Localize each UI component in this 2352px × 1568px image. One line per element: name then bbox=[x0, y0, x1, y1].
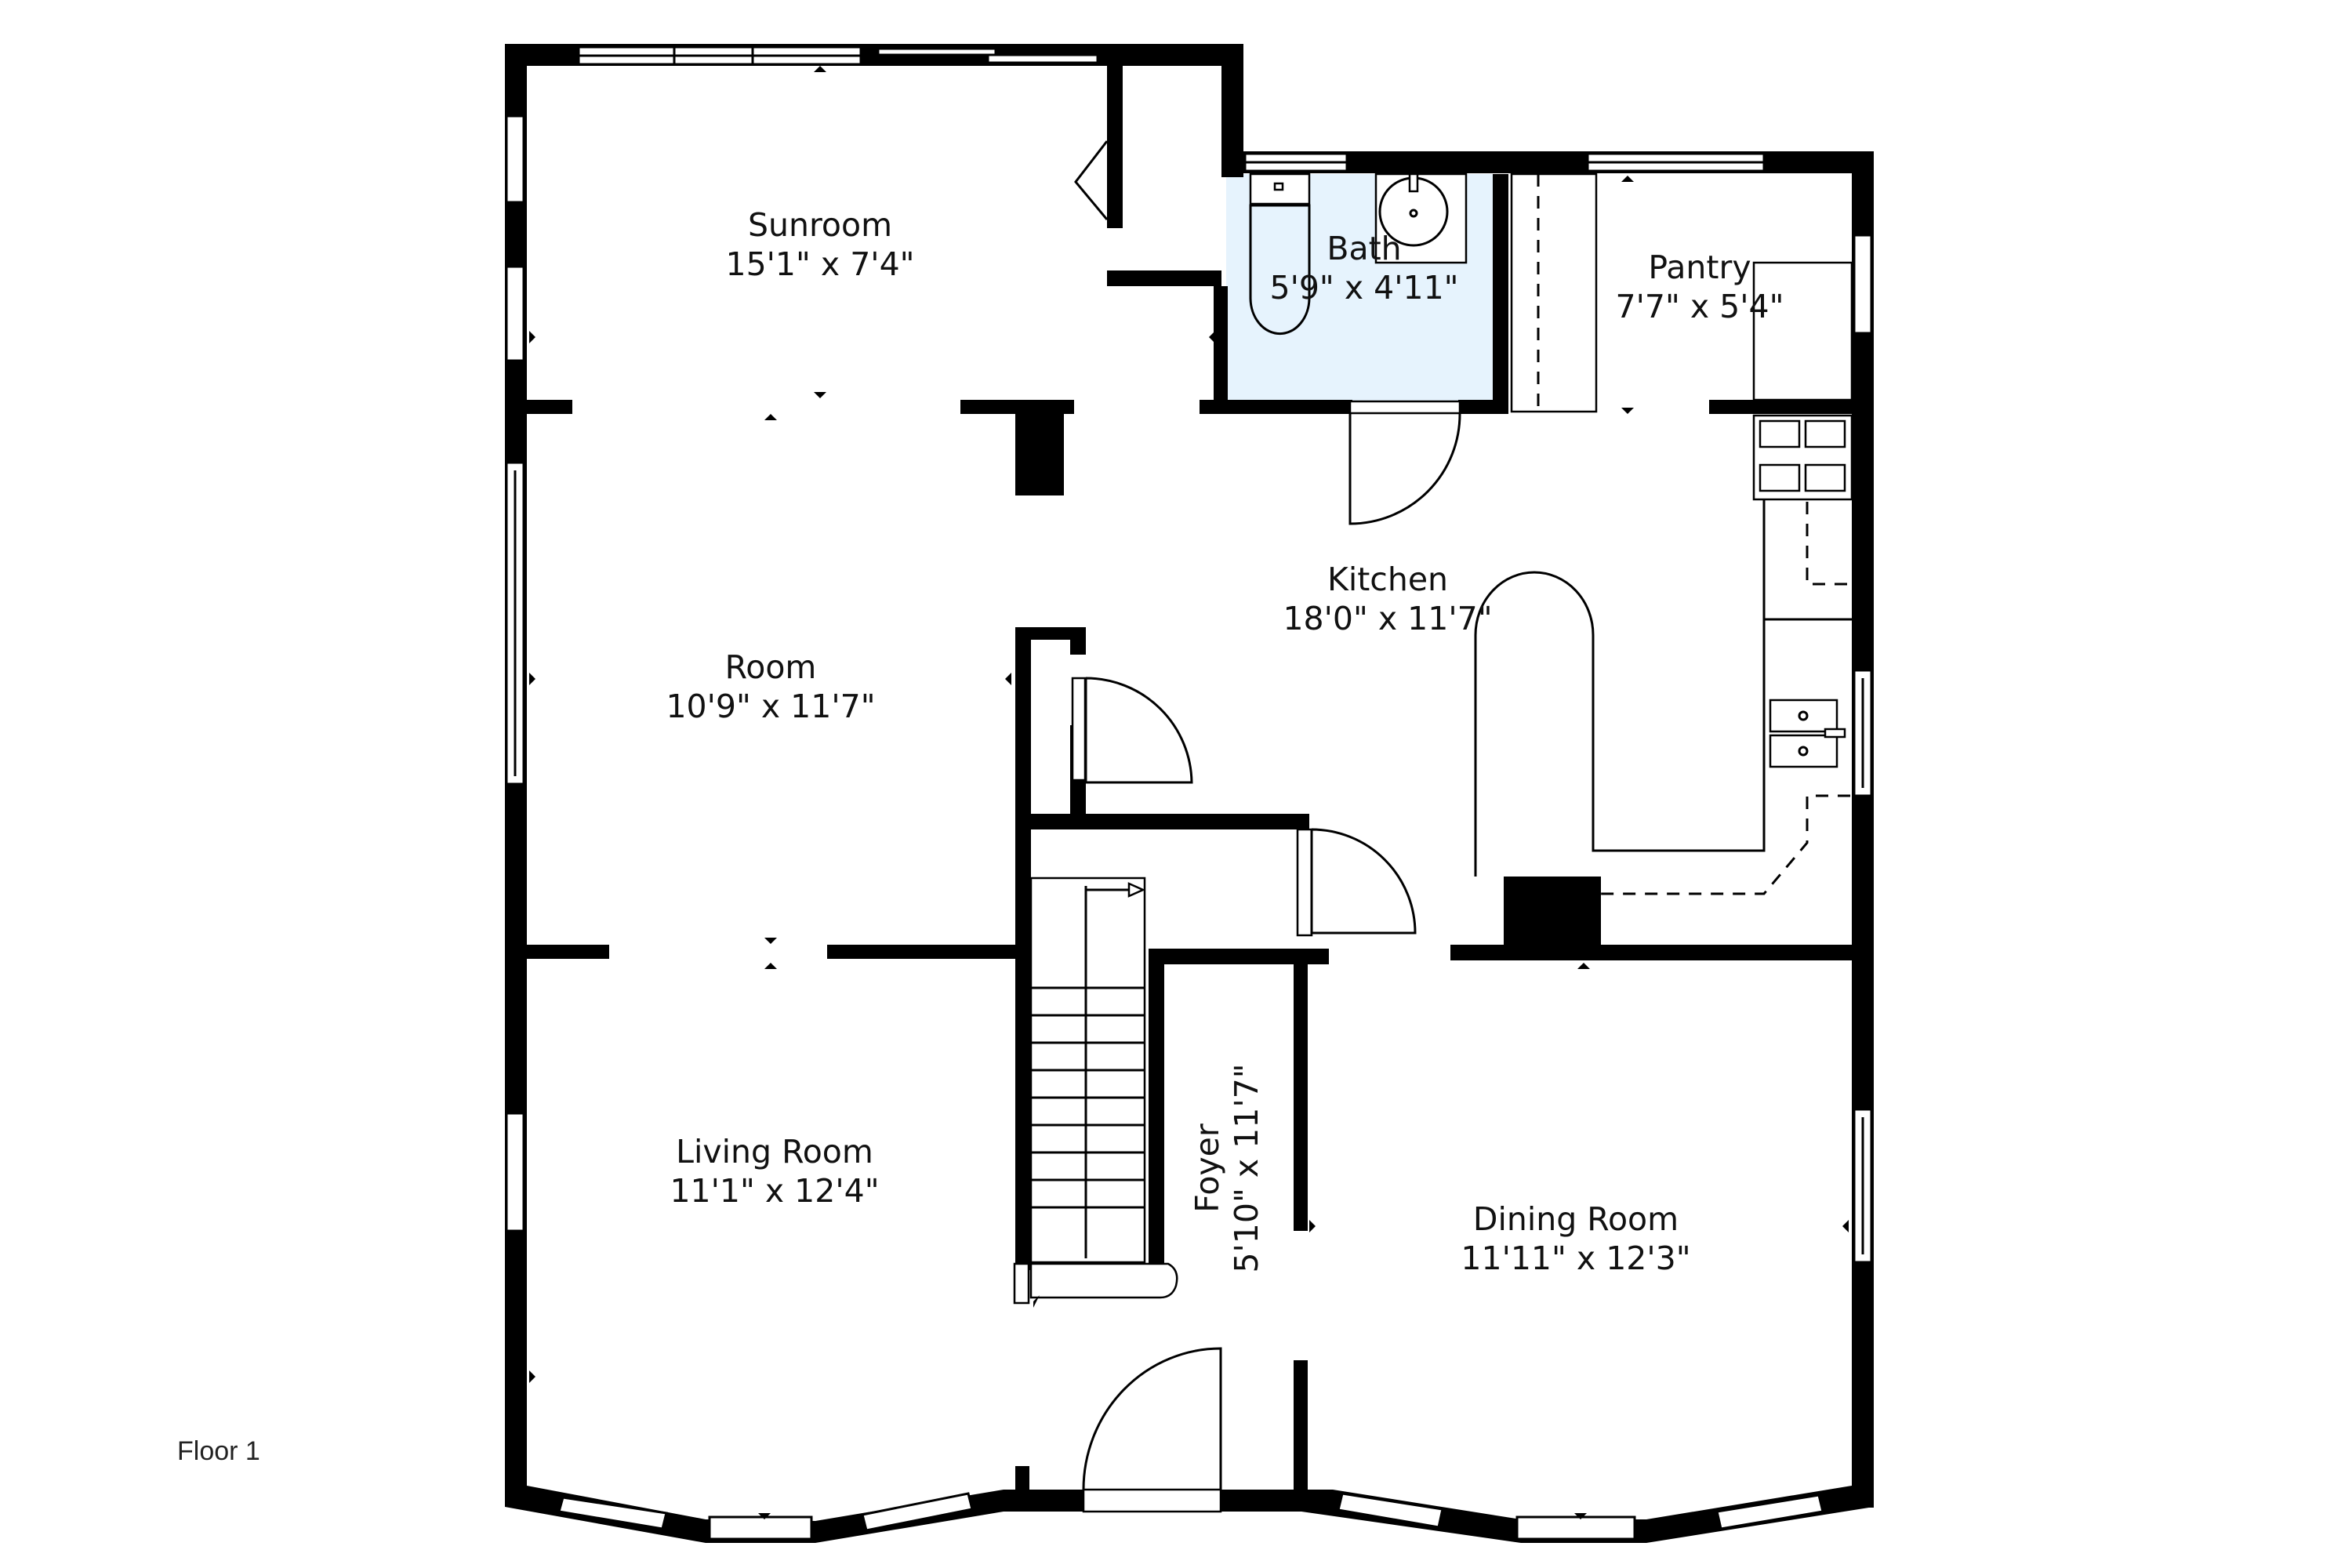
room-label-dining-room: Dining Room 11'11" x 12'3" bbox=[1461, 1200, 1690, 1278]
room-label-living-room: Living Room 11'1" x 12'4" bbox=[670, 1132, 879, 1210]
room-name: Pantry bbox=[1648, 249, 1751, 286]
room-name: Bath bbox=[1327, 230, 1402, 267]
doors bbox=[1071, 140, 1461, 1513]
room-dimensions: 5'9" x 4'11" bbox=[1269, 269, 1459, 307]
room-dimensions: 10'9" x 11'7" bbox=[666, 688, 876, 725]
windows bbox=[505, 45, 1873, 1541]
interior-walls bbox=[527, 65, 1874, 1497]
room-dimensions: 11'11" x 12'3" bbox=[1461, 1240, 1691, 1277]
room-dimensions: 5'10" x 11'7" bbox=[1228, 1063, 1265, 1273]
floor-label: Floor 1 bbox=[177, 1436, 260, 1466]
bath-fixtures bbox=[1249, 172, 1468, 336]
dimension-markers bbox=[529, 66, 1849, 1519]
room-name: Sunroom bbox=[747, 206, 893, 244]
room-label-room: Room 10'9" x 11'7" bbox=[666, 648, 875, 726]
room-dimensions: 18'0" x 11'7" bbox=[1283, 600, 1493, 637]
room-name: Living Room bbox=[676, 1133, 873, 1171]
staircase bbox=[1013, 877, 1178, 1305]
room-dimensions: 11'1" x 12'4" bbox=[670, 1172, 880, 1210]
room-dimensions: 15'1" x 7'4" bbox=[725, 245, 915, 283]
room-label-pantry: Pantry 7'7" x 5'4" bbox=[1616, 248, 1784, 326]
room-dimensions: 7'7" x 5'4" bbox=[1615, 288, 1784, 325]
room-label-foyer: Foyer 5'10" x 11'7" bbox=[1188, 1063, 1266, 1272]
room-label-kitchen: Kitchen 18'0" x 11'7" bbox=[1283, 560, 1492, 638]
room-name: Room bbox=[724, 648, 817, 686]
room-label-sunroom: Sunroom 15'1" x 7'4" bbox=[725, 205, 914, 284]
room-label-bath: Bath 5'9" x 4'11" bbox=[1269, 229, 1458, 307]
room-name: Dining Room bbox=[1472, 1200, 1679, 1238]
kitchen-fixtures bbox=[1474, 172, 1853, 895]
room-name: Foyer bbox=[1189, 1123, 1226, 1213]
room-name: Kitchen bbox=[1327, 561, 1449, 598]
